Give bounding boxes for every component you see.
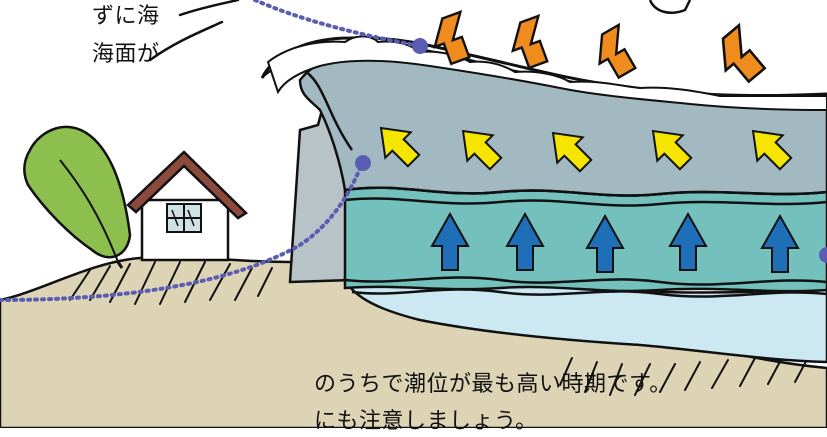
orange-arrow: [433, 10, 471, 66]
yellow-arrow: [551, 131, 593, 173]
caption-top-line-2: 海面が: [92, 42, 160, 67]
wind-lines: [148, 0, 240, 62]
orange-arrow: [721, 22, 767, 84]
blue-arrow: [430, 211, 470, 271]
caption-bottom-line-1: のうちで潮位が最も高い時期です。: [314, 372, 672, 397]
blue-arrow: [585, 213, 625, 273]
storm-surge-illustration: [0, 0, 827, 428]
caption-bottom-line-2: にも注意しましょう。: [314, 409, 538, 434]
blue-arrow: [668, 211, 708, 271]
cloud-edge: [648, 0, 692, 14]
caption-top-line-1: ずに海: [92, 4, 160, 29]
yellow-arrow: [651, 129, 693, 171]
tree: [23, 125, 132, 269]
yellow-arrow: [461, 129, 503, 171]
yellow-arrow: [751, 129, 793, 171]
pointer-lines: [0, 0, 422, 302]
orange-arrow: [511, 14, 549, 70]
yellow-arrow: [379, 126, 421, 168]
wave-foam: [266, 35, 827, 112]
blue-arrow: [760, 213, 800, 273]
pointer-dots: [355, 38, 827, 263]
house: [126, 150, 249, 262]
yellow-arrows: [379, 126, 793, 173]
ground-hatching: [69, 261, 811, 396]
blue-arrow: [505, 211, 545, 271]
orange-arrow: [598, 22, 637, 80]
blue-arrows: [430, 211, 800, 273]
orange-arrows: [433, 10, 767, 84]
water-separators: [344, 186, 827, 298]
